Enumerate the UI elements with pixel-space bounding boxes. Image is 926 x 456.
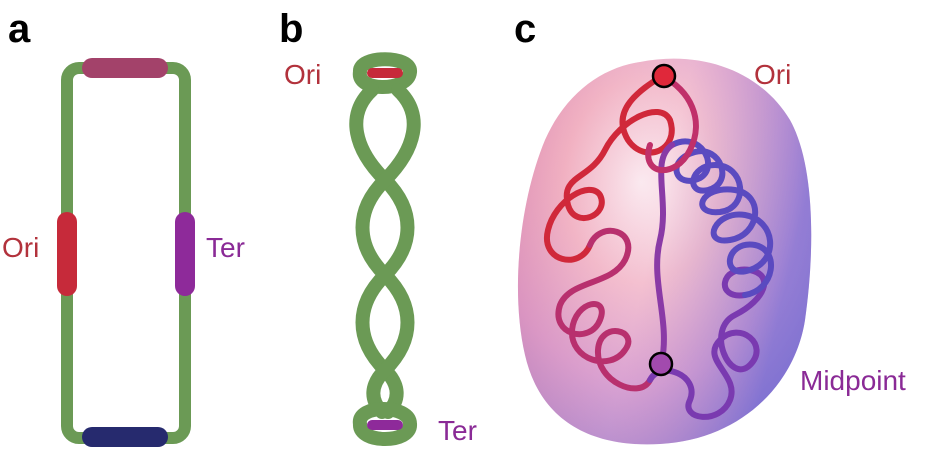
- panel-c-letter: c: [514, 7, 536, 51]
- panel-c-midpoint-label: Midpoint: [800, 365, 906, 396]
- panel-b-ori-label: Ori: [284, 59, 321, 90]
- panel-c: c Ori Midpoint: [514, 7, 906, 444]
- panel-a-letter: a: [8, 7, 31, 51]
- panel-b: b Ori Ter: [279, 7, 477, 446]
- panel-a-ter-label: Ter: [206, 232, 245, 263]
- panel-b-letter: b: [279, 7, 303, 51]
- panel-a: a Ori Ter: [2, 7, 245, 438]
- panel-c-ori-label: Ori: [754, 59, 791, 90]
- midpoint-marker: [650, 353, 672, 375]
- panel-a-ori-label: Ori: [2, 232, 39, 263]
- panel-b-ter-label: Ter: [438, 415, 477, 446]
- circular-chromosome-loop: [67, 68, 185, 438]
- ori-marker-c: [653, 65, 675, 87]
